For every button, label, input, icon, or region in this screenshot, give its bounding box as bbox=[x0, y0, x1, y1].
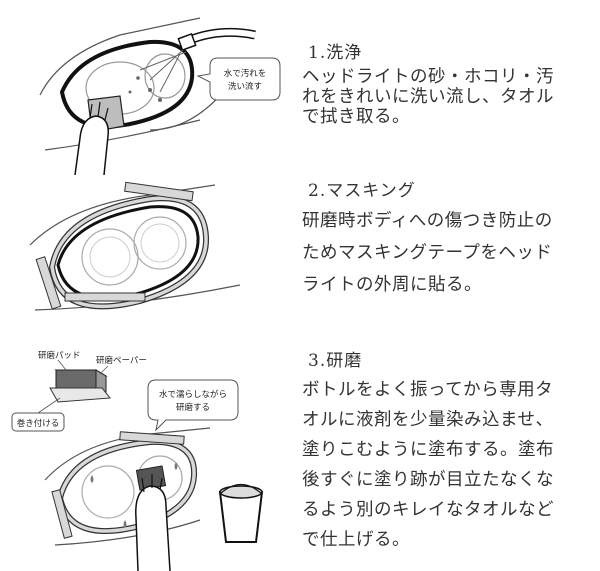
step-body-line: ためマスキングテープをヘッド bbox=[302, 243, 553, 263]
label-paper: 研磨ペーパー bbox=[96, 355, 147, 366]
step-body-line: ボトルをよく振ってから専用タ bbox=[302, 380, 554, 400]
callout-wash-line2: 洗い流す bbox=[228, 81, 262, 92]
illustration-masking bbox=[0, 175, 290, 325]
water-bucket-icon bbox=[218, 483, 264, 543]
step-body-line: ライトの外周に貼る。 bbox=[302, 275, 482, 295]
step-body-line: 研磨時ボディへの傷つき防止の bbox=[302, 211, 553, 231]
step-title: 2.マスキング bbox=[308, 181, 416, 201]
step-masking: 2.マスキング 研磨時ボディへの傷つき防止の ためマスキングテープをヘッド ライ… bbox=[302, 176, 594, 301]
label-wet-line1: 水で濡らしながら bbox=[159, 389, 227, 400]
step-body-line: で仕上げる。 bbox=[302, 530, 410, 550]
illustration-polishing: 研磨パッド 研磨ペーパー 巻き付ける 水で濡らしながら 研磨する bbox=[0, 330, 290, 571]
step-body-line: 後すぐに塗り跡が目立たなくな bbox=[302, 470, 554, 490]
callout-wrap: 巻き付ける bbox=[11, 397, 65, 432]
step-body: 研磨時ボディへの傷つき防止の ためマスキングテープをヘッド ライトの外周に貼る。 bbox=[302, 205, 594, 301]
step-title: 3.研磨 bbox=[308, 351, 363, 371]
label-wet-line2: 研磨する bbox=[176, 402, 210, 413]
step-washing: 1.洗浄 ヘッドライトの砂・ホコリ・汚 れをきれいに洗い流し、タオル で拭き取る… bbox=[302, 38, 594, 127]
polishing-pad-icon bbox=[49, 369, 111, 403]
step-body-line: るよう別のキレイなタオルなど bbox=[302, 500, 554, 520]
label-pad: 研磨パッド bbox=[38, 350, 81, 361]
step-body-line: オルに液剤を少量染み込ませ、 bbox=[302, 410, 554, 430]
step-title: 1.洗浄 bbox=[308, 43, 363, 63]
step-body: ヘッドライトの砂・ホコリ・汚 れをきれいに洗い流し、タオル で拭き取る。 bbox=[302, 67, 594, 127]
callout-wet: 水で濡らしながら 研磨する bbox=[147, 379, 239, 432]
label-wrap: 巻き付ける bbox=[17, 418, 60, 429]
step-body-line: れをきれいに洗い流し、タオル bbox=[302, 87, 554, 107]
callout-wash-line1: 水で汚れを bbox=[224, 68, 267, 79]
step-body: ボトルをよく振ってから専用タ オルに液剤を少量染み込ませ、 塗りこむように塗布す… bbox=[302, 375, 594, 555]
step-body-line: 塗りこむように塗布する。塗布 bbox=[302, 440, 554, 460]
step-polishing: 3.研磨 ボトルをよく振ってから専用タ オルに液剤を少量染み込ませ、 塗りこむよ… bbox=[302, 346, 594, 555]
step-body-line: ヘッドライトの砂・ホコリ・汚 bbox=[302, 67, 554, 87]
step-body-line: で拭き取る。 bbox=[302, 107, 410, 127]
illustration-washing: 水で汚れを 洗い流す bbox=[0, 0, 290, 175]
callout-wash: 水で汚れを 洗い流す bbox=[196, 57, 281, 101]
